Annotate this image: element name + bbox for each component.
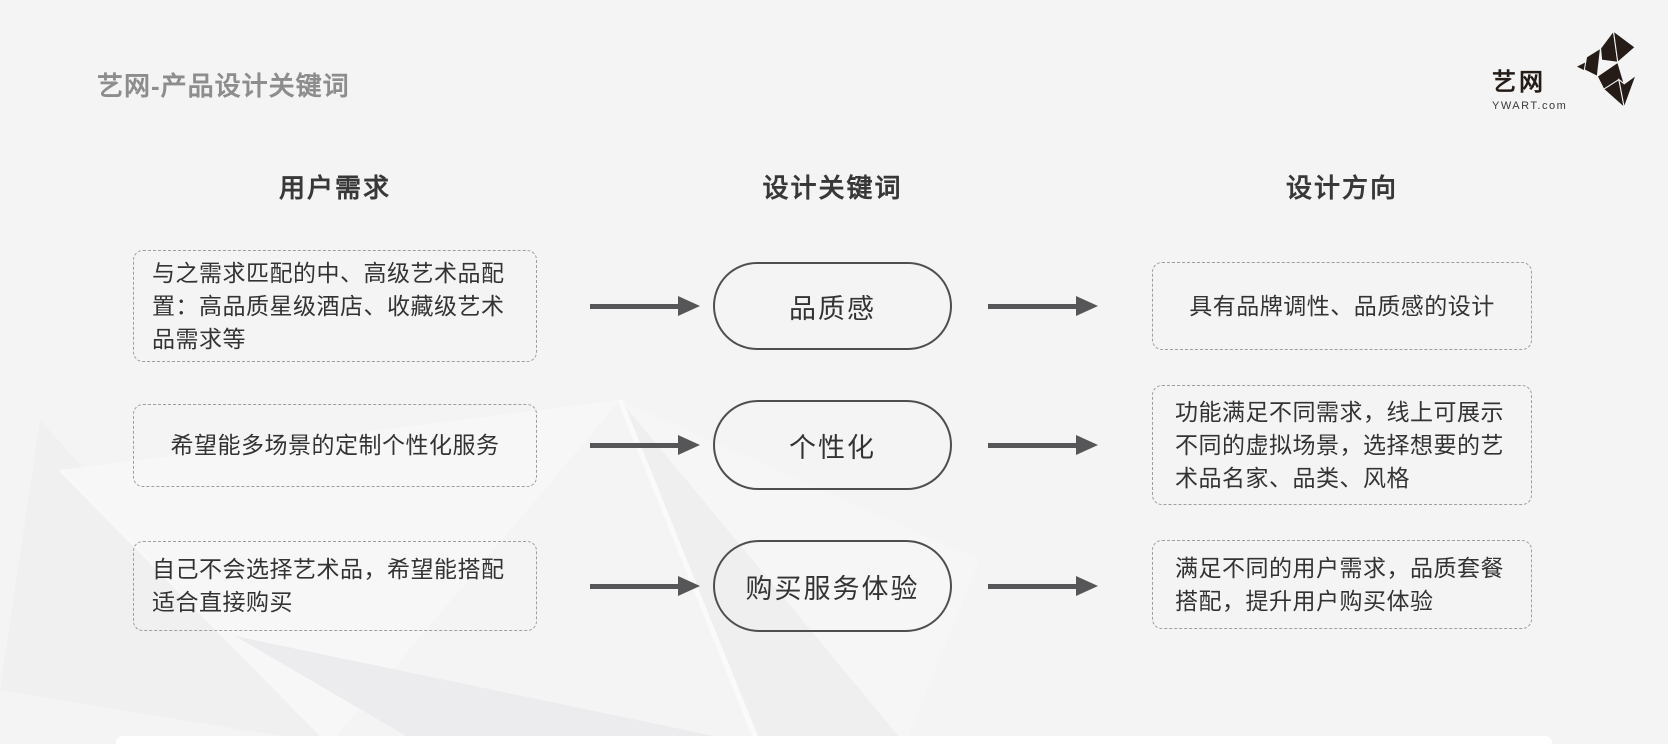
user-need-text-2: 希望能多场景的定制个性化服务 bbox=[170, 432, 500, 458]
arrow-right-icon bbox=[590, 296, 700, 316]
user-need-box-2: 希望能多场景的定制个性化服务 bbox=[133, 404, 537, 487]
bottom-white-strip bbox=[116, 736, 1552, 744]
keyword-text-3: 购买服务体验 bbox=[745, 573, 920, 604]
column-header-user-needs: 用户需求 bbox=[278, 173, 391, 203]
user-need-box-3: 自己不会选择艺术品，希望能搭配适合直接购买 bbox=[133, 541, 537, 631]
arrow-right-icon bbox=[590, 435, 700, 455]
column-header-design-keywords: 设计关键词 bbox=[762, 173, 903, 203]
column-header-design-directions: 设计方向 bbox=[1285, 173, 1398, 203]
keyword-text-1: 品质感 bbox=[789, 293, 876, 324]
user-need-text-3: 自己不会选择艺术品，希望能搭配适合直接购买 bbox=[152, 556, 505, 615]
user-need-text-1: 与之需求匹配的中、高级艺术品配置：高品质星级酒店、收藏级艺术品需求等 bbox=[152, 259, 505, 352]
user-need-box-1: 与之需求匹配的中、高级艺术品配置：高品质星级酒店、收藏级艺术品需求等 bbox=[133, 250, 537, 362]
design-direction-box-1: 具有品牌调性、品质感的设计 bbox=[1152, 262, 1532, 350]
arrow-right-icon bbox=[988, 576, 1098, 596]
origami-bird-logo-icon bbox=[1574, 30, 1638, 110]
keyword-pill-3: 购买服务体验 bbox=[713, 540, 952, 632]
arrow-right-icon bbox=[988, 296, 1098, 316]
keyword-pill-2: 个性化 bbox=[713, 400, 952, 490]
design-direction-box-3: 满足不同的用户需求，品质套餐搭配，提升用户购买体验 bbox=[1152, 540, 1532, 629]
brand-logo: 艺网 YWART.com bbox=[1492, 24, 1652, 114]
page-title: 艺网-产品设计关键词 bbox=[97, 71, 350, 101]
design-direction-text-1: 具有品牌调性、品质感的设计 bbox=[1189, 292, 1495, 319]
arrow-right-icon bbox=[590, 576, 700, 596]
logo-text-block: 艺网 YWART.com bbox=[1492, 69, 1568, 113]
design-direction-text-3: 满足不同的用户需求，品质套餐搭配，提升用户购买体验 bbox=[1175, 554, 1504, 614]
design-direction-text-2: 功能满足不同需求，线上可展示不同的虚拟场景，选择想要的艺术品名家、品类、风格 bbox=[1175, 398, 1504, 491]
keyword-text-2: 个性化 bbox=[789, 432, 876, 463]
logo-domain-text: YWART.com bbox=[1492, 100, 1568, 112]
keyword-pill-1: 品质感 bbox=[713, 262, 952, 350]
arrow-right-icon bbox=[988, 435, 1098, 455]
design-direction-box-2: 功能满足不同需求，线上可展示不同的虚拟场景，选择想要的艺术品名家、品类、风格 bbox=[1152, 385, 1532, 505]
logo-brand-text: 艺网 bbox=[1492, 69, 1546, 96]
